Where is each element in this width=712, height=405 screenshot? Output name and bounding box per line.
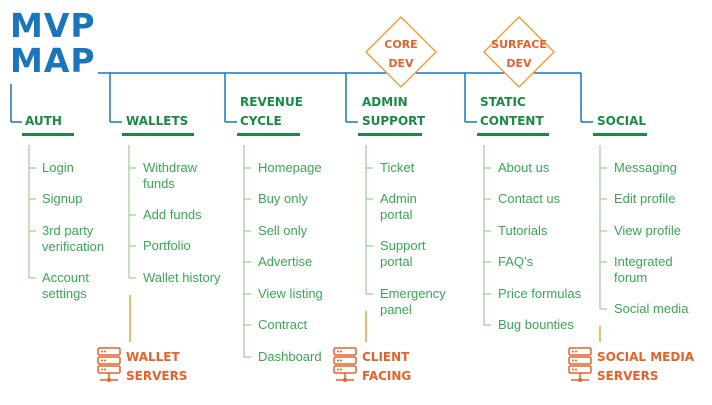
list-item: Wallet history: [143, 270, 221, 285]
server-stack-icon: [333, 347, 357, 382]
heading-line: REVENUE: [240, 95, 303, 109]
column-heading-social: SOCIAL: [597, 112, 646, 131]
heading-underline: [237, 133, 300, 136]
list-item: View listing: [258, 286, 323, 301]
column-heading-admin-support: ADMIN SUPPORT: [362, 93, 425, 131]
list-item: Add funds: [143, 207, 202, 222]
heading-line: CONTENT: [480, 114, 544, 128]
heading-underline: [477, 133, 549, 136]
list-item: Edit profile: [614, 191, 676, 206]
diagram-title: MVP MAP: [10, 8, 96, 78]
heading-line: SOCIAL: [597, 114, 647, 128]
milestone-diamond: [482, 15, 556, 89]
server-stack-icon: [97, 347, 121, 382]
milestone-label: CORE: [384, 38, 418, 51]
heading-underline: [22, 133, 74, 136]
heading-underline: [122, 133, 194, 136]
milestone-surface-dev: SURFACE DEV: [479, 35, 559, 73]
list-item: Messaging: [614, 160, 677, 175]
list-item: Advertise: [258, 254, 313, 269]
list-item: Sell only: [258, 223, 308, 238]
list-item: Contract: [258, 317, 308, 332]
milestone-label: DEV: [506, 57, 532, 70]
milestone-label: DEV: [388, 57, 414, 70]
heading-line: CYCLE: [240, 114, 282, 128]
heading-line: ADMIN: [362, 95, 408, 109]
milestone-core-dev: CORE DEV: [361, 35, 441, 73]
column-heading-wallets: WALLETS: [126, 112, 188, 131]
column-heading-revenue-cycle: REVENUE CYCLE: [240, 93, 303, 131]
title-line: MVP: [10, 6, 96, 45]
column-heading-auth: AUTH: [25, 112, 62, 131]
heading-underline: [593, 133, 647, 136]
list-item: Price formulas: [498, 286, 582, 301]
list-item: Social media: [614, 301, 689, 316]
list-item: View profile: [614, 223, 681, 238]
heading-line: SUPPORT: [362, 114, 426, 128]
list-item: Portfolio: [143, 238, 191, 253]
list-item: Signup: [42, 191, 83, 206]
title-line: MAP: [10, 41, 96, 80]
list-item: Contact us: [498, 191, 561, 206]
list-item: Tutorials: [498, 223, 548, 238]
heading-line: WALLETS: [126, 114, 189, 128]
server-stack-icon: [568, 347, 592, 382]
list-item: Buy only: [258, 191, 308, 206]
heading-line: STATIC: [480, 95, 526, 109]
list-item: FAQ’s: [498, 254, 534, 269]
list-item: About us: [498, 160, 550, 175]
milestone-label: SURFACE: [491, 38, 547, 51]
milestone-diamond: [364, 15, 438, 89]
list-item: Dashboard: [258, 349, 322, 364]
list-item: Login: [42, 160, 74, 175]
heading-line: AUTH: [25, 114, 62, 128]
list-item: Ticket: [380, 160, 415, 175]
heading-underline: [358, 133, 422, 136]
list-item: Bug bounties: [498, 317, 574, 332]
column-heading-static-content: STATIC CONTENT: [480, 93, 544, 131]
list-item: Homepage: [258, 160, 322, 175]
